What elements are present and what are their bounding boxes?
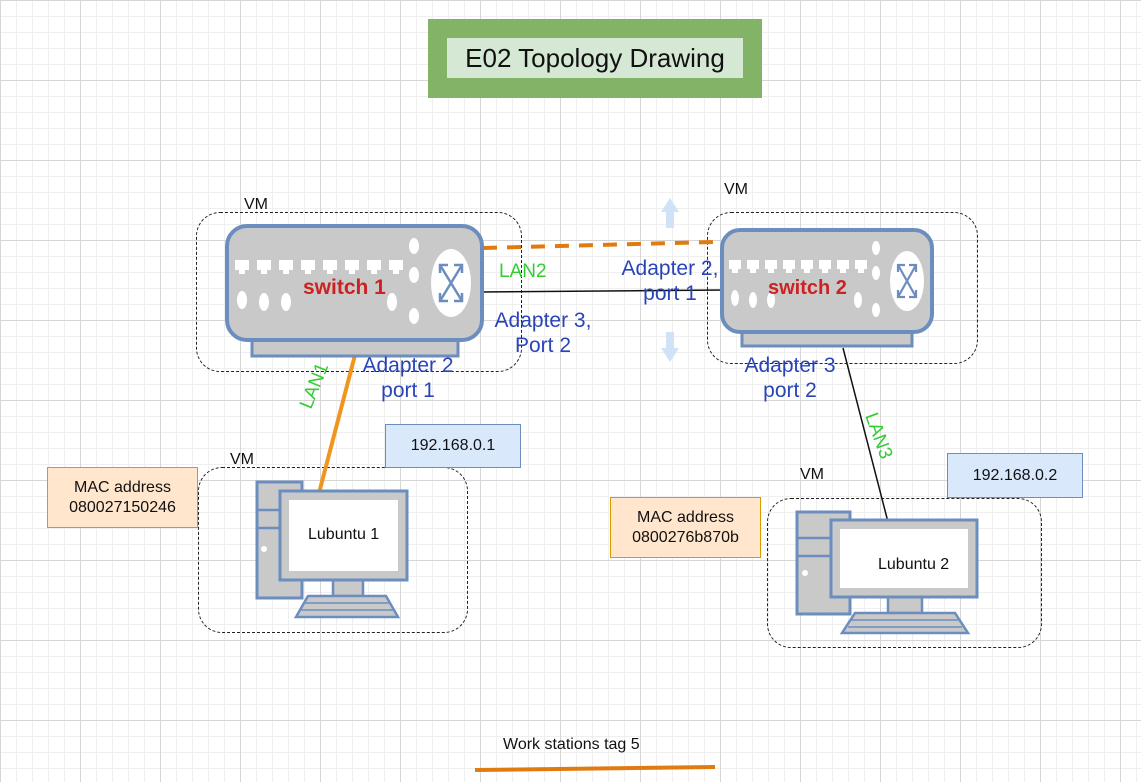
vm-label-lubuntu-2: VM xyxy=(800,466,824,483)
adapter-switch-2-lan2: Adapter 2, port 1 xyxy=(621,257,719,305)
workstation-1-icon xyxy=(255,480,409,619)
lan3-line xyxy=(842,347,889,523)
lan1-line xyxy=(316,354,357,498)
legend-line xyxy=(474,765,716,772)
vm-container-lubuntu-1 xyxy=(198,467,468,633)
lubuntu-1-label: Lubuntu 1 xyxy=(308,526,380,543)
arrow-down-icon xyxy=(661,332,679,362)
legend-label: Work stations tag 5 xyxy=(503,736,640,753)
adapter-switch-2-lan3: Adapter 3 port 2 xyxy=(744,354,836,402)
vm-container-lubuntu-2 xyxy=(767,498,1042,648)
lan2-label: LAN2 xyxy=(499,261,547,282)
switch-2-label: switch 2 xyxy=(768,277,847,299)
vm-label-switch-2: VM xyxy=(724,181,748,198)
workstation-2-icon xyxy=(795,510,979,635)
switch-1-label: switch 1 xyxy=(303,276,386,299)
lubuntu-2-label: Lubuntu 2 xyxy=(878,556,950,573)
switch-1-icon xyxy=(225,224,484,358)
mac-box-lubuntu-1: MAC address 080027150246 xyxy=(47,467,198,528)
arrow-up-icon xyxy=(661,198,679,228)
vm-label-switch-1: VM xyxy=(244,196,268,213)
vm-container-switch-2 xyxy=(707,212,978,364)
switch-2-icon xyxy=(720,228,934,348)
mac-box-lubuntu-2: MAC address 0800276b870b xyxy=(610,497,761,558)
ip-box-lubuntu-1: 192.168.0.1 xyxy=(385,424,521,468)
lan2-thin-line xyxy=(479,289,725,293)
vm-label-lubuntu-1: VM xyxy=(230,451,254,468)
adapter-switch-1-lan1: Adapter 2 port 1 xyxy=(362,354,454,402)
ip-box-lubuntu-2: 192.168.0.2 xyxy=(947,453,1083,498)
adapter-switch-1-lan2: Adapter 3, Port 2 xyxy=(494,309,592,357)
lan2-dashed-line xyxy=(482,240,715,250)
diagram-title: E02 Topology Drawing xyxy=(447,38,743,78)
